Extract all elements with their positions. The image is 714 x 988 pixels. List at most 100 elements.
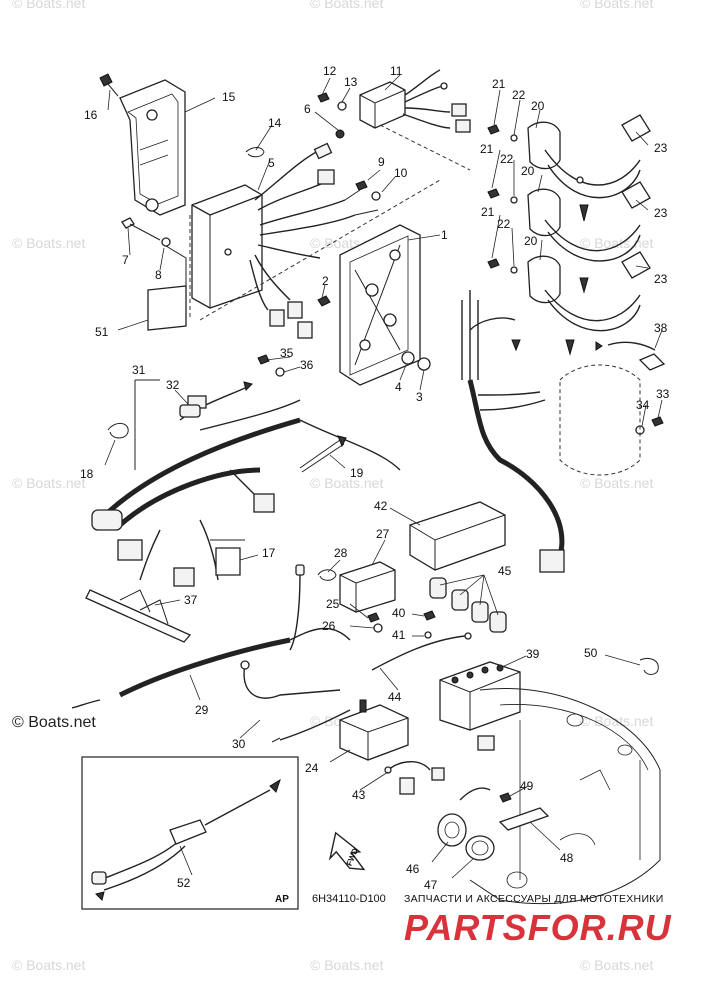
watermark: © Boats.net (310, 475, 383, 491)
bottom-cowling (469, 688, 661, 905)
part-14-clip (245, 147, 265, 158)
part-38-sensor (595, 341, 666, 371)
part-24-starter-relay (339, 699, 409, 761)
callout-20b: 20 (521, 164, 535, 178)
callout-17: 17 (262, 546, 276, 560)
part-12-bolt (317, 92, 330, 103)
callout-50: 50 (584, 646, 598, 660)
callout-24: 24 (305, 761, 319, 775)
callout-37: 37 (184, 593, 198, 607)
watermark: © Boats.net (580, 475, 653, 491)
callout-13: 13 (344, 75, 358, 89)
drawing-code: 6H34110-D100 (312, 893, 386, 905)
watermark: © Boats.net (12, 475, 85, 491)
coil-set-top (487, 114, 651, 199)
callout-23c: 23 (654, 272, 668, 286)
part-6-bolt (335, 129, 345, 139)
logo-tagline: ЗАПЧАСТИ И АКСЕССУАРЫ ДЛЯ МОТОТЕХНИКИ (404, 893, 664, 905)
callout-34: 34 (636, 398, 650, 412)
part-18-clip (107, 423, 129, 439)
callout-21c: 21 (481, 205, 495, 219)
callout-33: 33 (656, 387, 670, 401)
callout-8: 8 (155, 268, 162, 282)
inset-ap (81, 756, 299, 910)
callout-39: 39 (526, 647, 540, 661)
part-49-bolt (499, 792, 512, 803)
part-17-clamp (210, 539, 245, 576)
callout-18: 18 (80, 467, 94, 481)
part-47-ring (465, 835, 495, 861)
part-46-grommet (437, 787, 491, 847)
part-32-connector (179, 404, 201, 418)
part-35-bolt (257, 354, 270, 365)
callout-15: 15 (222, 90, 236, 104)
part-30-cable (240, 660, 351, 743)
part-26-washer (373, 623, 383, 633)
callout-52: 52 (177, 876, 191, 890)
part-19-cable-tie (299, 435, 347, 473)
callout-22c: 22 (497, 217, 511, 231)
callout-48: 48 (560, 851, 574, 865)
part-25-bolt (367, 612, 380, 623)
callout-26: 26 (322, 619, 336, 633)
callout-32: 32 (166, 378, 180, 392)
callout-22b: 22 (500, 152, 514, 166)
part-29-battery-cable (71, 564, 351, 709)
callout-47: 47 (424, 878, 438, 892)
callout-23a: 23 (654, 141, 668, 155)
part-10-washer (371, 191, 381, 201)
part-45-covers (429, 577, 507, 633)
callout-11: 11 (390, 64, 403, 78)
callout-40: 40 (392, 606, 406, 620)
cylinder-outline (559, 364, 641, 476)
part-36-washer (275, 367, 285, 377)
leader-lines (104, 74, 663, 879)
part-48-bracket (498, 807, 550, 831)
callout-12: 12 (323, 64, 337, 78)
callout-14: 14 (268, 116, 282, 130)
callout-20a: 20 (531, 99, 545, 113)
part-41-washer (424, 631, 432, 639)
logo-wordmark: PARTSFOR.RU (404, 907, 672, 948)
callout-35: 35 (280, 346, 294, 360)
callout-49: 49 (520, 779, 534, 793)
callout-10: 10 (394, 166, 408, 180)
fwd-arrow (328, 831, 366, 871)
part-51-plate (147, 245, 187, 331)
callouts: 1 2 3 4 5 6 7 8 9 10 11 12 13 14 15 16 1… (80, 64, 670, 892)
harness-trunk (461, 290, 565, 573)
part-33-bolt (651, 416, 664, 427)
callout-21a: 21 (492, 77, 506, 91)
part-15-bracket (119, 79, 186, 216)
part-11-rectifier (359, 69, 471, 171)
callout-2: 2 (322, 274, 329, 288)
callout-43: 43 (352, 788, 366, 802)
callout-4: 4 (395, 380, 402, 394)
callout-19: 19 (350, 466, 364, 480)
callout-41: 41 (392, 628, 406, 642)
callout-20c: 20 (524, 234, 538, 248)
callout-42: 42 (374, 499, 388, 513)
coil-set-middle (487, 181, 651, 262)
part-16-screw (99, 73, 119, 97)
inset-tag: AP (275, 894, 289, 905)
callout-5: 5 (268, 156, 275, 170)
callout-51: 51 (95, 325, 109, 339)
watermark: © Boats.net (310, 0, 383, 11)
part-50-clip (639, 657, 659, 675)
part-43-lead (384, 761, 431, 774)
callout-6: 6 (304, 102, 311, 116)
part-39-fuse-block (439, 661, 521, 731)
part-2-bolt (317, 295, 331, 307)
part-40-bolt (423, 610, 436, 621)
callout-46: 46 (406, 862, 420, 876)
callout-27: 27 (376, 527, 390, 541)
callout-38: 38 (654, 321, 668, 335)
watermark: © Boats.net (12, 235, 85, 251)
callout-28: 28 (334, 546, 348, 560)
watermark: © Boats.net (12, 0, 85, 11)
callout-7: 7 (122, 253, 129, 267)
part-42-cover (409, 501, 506, 571)
watermark: © Boats.net (580, 0, 653, 11)
